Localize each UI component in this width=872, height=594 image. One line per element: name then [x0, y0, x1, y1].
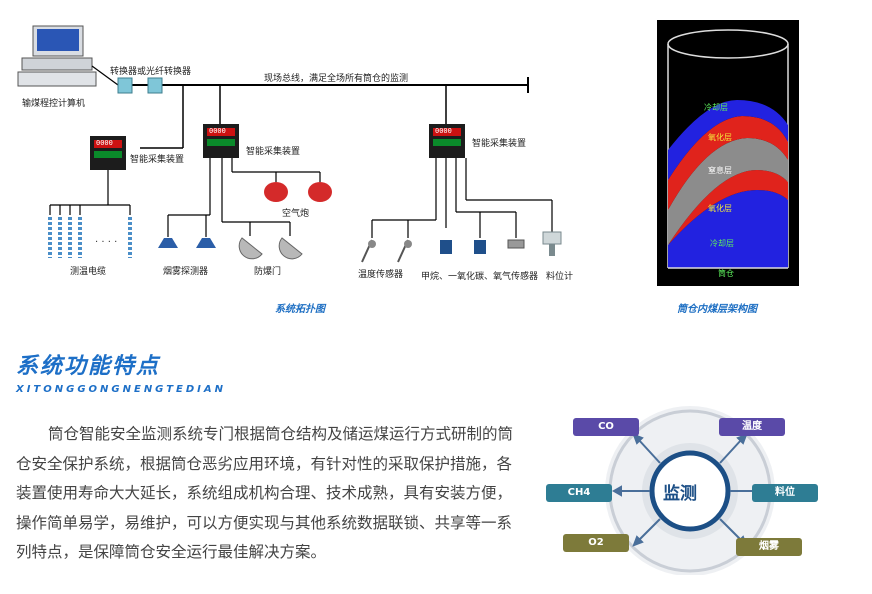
explosion-door-label: 防爆门	[254, 267, 282, 277]
smoke-detector-label: 烟雾探测器	[163, 267, 209, 277]
computer-label: 输煤程控计算机	[22, 99, 86, 109]
silo-layer-4: 氧化层	[708, 204, 732, 213]
topology-caption: 系统拓扑图	[275, 304, 325, 315]
silo-caption: 筒仓内煤层架构图	[677, 304, 757, 315]
level-meter-label: 料位计	[546, 272, 574, 282]
explosion-door-icon	[238, 237, 303, 260]
temp-cable-label: 测温电缆	[70, 267, 107, 277]
silo-layer-2: 氧化层	[708, 133, 732, 142]
air-cannon-label: 空气炮	[282, 209, 310, 219]
monitor-center-label: 监测	[663, 484, 697, 504]
collector-device-1	[90, 136, 126, 170]
silo-layer-1: 冷却层	[704, 103, 728, 112]
display-3: 0000	[435, 127, 452, 135]
section-subtitle: XITONGGONGNENGTEDIAN	[16, 384, 226, 395]
silo-bottom-label: 筒仓	[718, 269, 734, 278]
monitor-item-ch4: CH4	[546, 484, 612, 502]
temperature-cables: · · · ·	[48, 217, 132, 258]
display-1: 0000	[96, 139, 113, 147]
converter-label: 转换器或光纤转换器	[110, 67, 192, 77]
silo-diagram	[657, 20, 799, 286]
collector-label-2: 智能采集装置	[246, 147, 301, 157]
section-title: 系统功能特点	[16, 354, 161, 379]
temp-sensor-label: 温度传感器	[358, 270, 404, 280]
monitor-item-co: CO	[573, 418, 639, 436]
smoke-detector-icon	[158, 238, 216, 248]
silo-layer-3: 窒息层	[708, 166, 732, 175]
air-cannon-icon	[264, 182, 332, 202]
collector-label-3: 智能采集装置	[472, 139, 527, 149]
level-meter-icon	[542, 231, 562, 256]
section-paragraph: 筒仓智能安全监测系统专门根据筒仓结构及储运煤运行方式研制的筒仓安全保护系统，根据…	[16, 425, 514, 561]
bus-label: 现场总线，满足全场所有筒仓的监测	[264, 74, 409, 84]
collector-label-1: 智能采集装置	[130, 155, 185, 165]
svg-text:· · · ·: · · · ·	[95, 237, 117, 248]
monitor-item-level: 料位	[752, 484, 818, 502]
monitor-item-smoke: 烟雾	[736, 538, 802, 556]
gas-sensor-icon	[440, 239, 525, 254]
temperature-sensor-icon	[361, 239, 412, 263]
gas-sensor-label: 甲烷、一氧化碳、氧气传感器	[421, 272, 539, 282]
converter-icon	[117, 77, 163, 94]
computer-icon	[17, 25, 119, 87]
topology-diagram: · · · ·	[17, 25, 562, 263]
silo-layer-5: 冷却层	[710, 239, 734, 248]
monitor-item-temp: 温度	[719, 418, 785, 436]
display-2: 0000	[209, 127, 226, 135]
monitor-item-o2: O2	[563, 534, 629, 552]
collector-device-3	[429, 124, 465, 158]
collector-device-2	[203, 124, 239, 158]
